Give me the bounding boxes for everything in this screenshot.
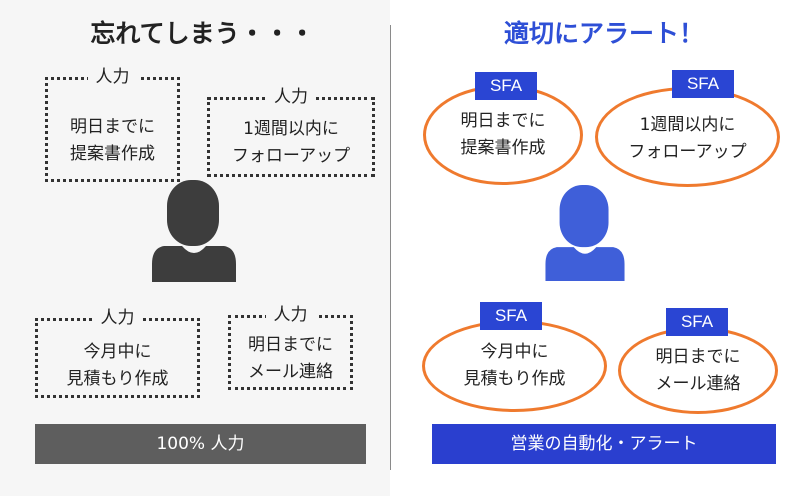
- task-line1: 明日までに: [460, 111, 546, 131]
- sfa-badge: SFA: [475, 72, 537, 100]
- left-heading: 忘れてしまう・・・: [90, 19, 315, 48]
- task-line2: フォローアップ: [628, 142, 747, 162]
- left-panel: [0, 0, 390, 496]
- right-heading: 適切にアラート！: [503, 19, 704, 48]
- panel-divider: [390, 25, 391, 470]
- manual-tag: 人力: [92, 305, 143, 331]
- task-line1: 今月中に: [480, 342, 549, 362]
- manual-tag: 人力: [265, 302, 316, 328]
- manual-tag: 人力: [87, 64, 138, 90]
- manual-task-followup: 人力 1週間以内に フォローアップ: [207, 84, 375, 177]
- sfa-badge: SFA: [666, 308, 728, 336]
- sfa-task-email: 明日までに メール連絡: [618, 327, 778, 414]
- sfa-footer-bar: 営業の自動化・アラート: [432, 424, 776, 464]
- sfa-badge: SFA: [480, 302, 542, 330]
- task-line1: 1週間以内に: [243, 119, 339, 139]
- person-icon: [545, 185, 625, 281]
- task-line2: メール連絡: [248, 362, 333, 382]
- manual-task-email: 人力 明日までに メール連絡: [228, 302, 353, 390]
- sfa-task-followup: 1週間以内に フォローアップ: [595, 87, 780, 187]
- task-line1: 今月中に: [83, 342, 152, 362]
- manual-task-proposal: 人力 明日までに 提案書作成: [45, 64, 180, 182]
- task-line1: 明日までに: [655, 347, 741, 367]
- sfa-badge: SFA: [672, 70, 734, 98]
- person-head: [167, 180, 219, 246]
- task-line1: 明日までに: [70, 117, 155, 137]
- task-line2: フォローアップ: [231, 146, 351, 166]
- manual-footer-bar: 100% 人力: [35, 424, 366, 464]
- task-line2: 見積もり作成: [66, 369, 169, 389]
- sfa-task-proposal: 明日までに 提案書作成: [423, 85, 583, 185]
- task-line2: メール連絡: [655, 374, 741, 394]
- manual-tag: 人力: [266, 84, 316, 110]
- task-line2: 提案書作成: [460, 138, 546, 158]
- task-line2: 見積もり作成: [463, 369, 566, 389]
- task-line1: 明日までに: [248, 335, 333, 355]
- person-icon: [152, 180, 236, 282]
- manual-task-estimate: 人力 今月中に 見積もり作成: [35, 305, 200, 398]
- person-head: [559, 185, 609, 248]
- person-body: [545, 247, 625, 281]
- task-line2: 提案書作成: [70, 144, 155, 164]
- sfa-task-estimate: 今月中に 見積もり作成: [422, 320, 607, 412]
- person-body: [152, 246, 236, 282]
- task-line1: 1週間以内に: [639, 115, 736, 135]
